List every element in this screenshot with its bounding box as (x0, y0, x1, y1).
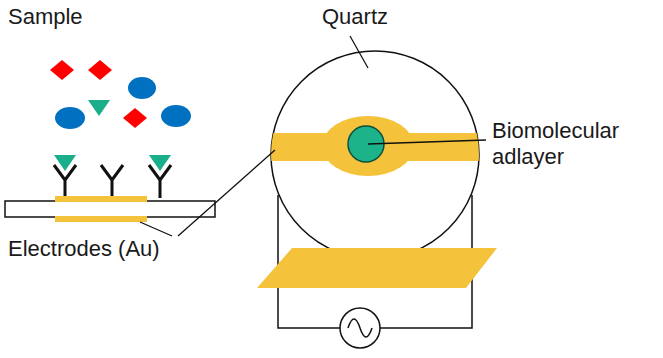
electrode-bottom (55, 216, 147, 222)
sample-molecules (50, 60, 191, 129)
leader-line (178, 150, 275, 236)
leader-line (140, 222, 172, 236)
analyte-diamond (88, 60, 112, 80)
electrode-label: Electrodes (Au) (8, 236, 160, 262)
back-electrode (257, 248, 497, 288)
molecule-ellipse (161, 105, 191, 127)
sine-symbol (348, 319, 372, 337)
target-triangle (88, 100, 110, 116)
adlayer-label: Biomolecular adlayer (492, 118, 657, 171)
electrode-top (55, 196, 147, 202)
leader-lines (140, 36, 486, 236)
quartz-label: Quartz (322, 4, 388, 30)
molecule-ellipse (128, 77, 156, 99)
leader-line (368, 140, 486, 144)
bound-triangle (54, 155, 76, 171)
analyte-diamond (123, 108, 147, 128)
electrode-pad (322, 116, 414, 176)
antibody-y (101, 165, 123, 198)
bound-triangle (149, 155, 171, 171)
quartz-side (5, 201, 215, 217)
molecule-ellipse (55, 107, 85, 129)
ac-source (340, 308, 380, 348)
sample-label: Sample (8, 4, 83, 30)
analyte-diamond (50, 60, 74, 80)
leader-line (350, 36, 368, 68)
antibodies (54, 165, 171, 198)
